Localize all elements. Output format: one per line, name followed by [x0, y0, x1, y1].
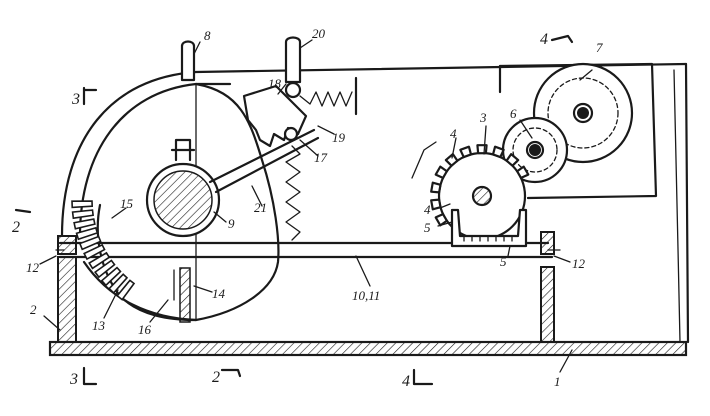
label-21: 21	[254, 200, 267, 215]
label-4-top: 4	[450, 126, 457, 141]
label-4-left: 4	[424, 202, 431, 217]
label-1: 1	[554, 374, 561, 389]
label-12-left: 12	[26, 260, 40, 275]
section-marker-4-bottom: 4	[402, 368, 434, 390]
label-5-left: 5	[424, 220, 431, 235]
sector-tooth	[94, 259, 116, 279]
drum-9	[145, 138, 221, 238]
lever-20	[284, 36, 302, 99]
svg-text:3: 3	[71, 91, 80, 108]
gear-tooth	[491, 145, 505, 159]
leader-lines	[39, 39, 593, 373]
label-16: 16	[138, 322, 152, 337]
side-wall-right	[540, 266, 555, 343]
sector-tooth	[88, 251, 111, 270]
label-14: 14	[212, 286, 226, 301]
svg-text:4: 4	[402, 373, 410, 390]
label-10-11: 10,11	[352, 288, 380, 303]
side-wall-left	[57, 256, 77, 343]
ratchet-arm-18	[242, 84, 308, 148]
sector-teeth	[71, 200, 136, 301]
stop-14	[173, 267, 191, 323]
label-20: 20	[312, 26, 326, 41]
sector-tooth	[71, 200, 94, 209]
label-15: 15	[120, 196, 134, 211]
label-12-right: 12	[572, 256, 586, 271]
label-13: 13	[92, 318, 106, 333]
svg-text:4: 4	[540, 31, 548, 48]
label-7: 7	[596, 40, 603, 55]
gear-tooth	[434, 212, 448, 227]
label-2: 2	[30, 302, 37, 317]
label-17: 17	[314, 150, 328, 165]
spring-19	[299, 76, 358, 116]
sector-tooth	[78, 235, 102, 251]
gear-tooth	[476, 144, 488, 155]
label-18: 18	[268, 76, 282, 91]
spring-17	[285, 145, 301, 241]
housing-frame	[60, 62, 690, 344]
label-6: 6	[510, 106, 517, 121]
gear-tooth	[434, 165, 448, 180]
sector-tooth	[100, 266, 122, 287]
svg-text:3: 3	[69, 371, 78, 388]
sector-tooth	[71, 209, 95, 220]
sector-tooth	[108, 273, 129, 294]
pawl-5	[450, 208, 528, 248]
sector-tooth	[116, 279, 136, 301]
label-3: 3	[479, 110, 487, 125]
base-plate	[48, 340, 688, 357]
sector-tooth	[75, 226, 99, 241]
section-marker-4-top: 4	[540, 31, 574, 48]
leader-bracket	[411, 141, 437, 179]
lever-8	[180, 40, 196, 82]
gear-tooth	[430, 198, 442, 211]
label-19: 19	[332, 130, 346, 145]
gear-tooth	[430, 181, 442, 194]
section-marker-3-top: 3	[71, 86, 98, 108]
gear-tooth	[459, 145, 473, 159]
gear-tooth	[505, 153, 520, 167]
label-9: 9	[228, 216, 235, 231]
section-marker-3-bottom: 3	[69, 366, 98, 388]
label-8: 8	[204, 28, 211, 43]
section-marker-2-bottom: 2	[212, 368, 242, 386]
sector-tooth	[73, 218, 96, 230]
guide-block-left	[57, 235, 77, 255]
label-5-bottom: 5	[500, 254, 507, 269]
svg-text:2: 2	[12, 219, 20, 236]
section-marker-2-left: 2	[12, 208, 32, 236]
gear-3	[430, 144, 530, 241]
svg-text:2: 2	[212, 369, 220, 386]
gear-tooth	[516, 165, 530, 180]
sector-tooth	[83, 243, 106, 261]
rod-21	[208, 128, 320, 194]
